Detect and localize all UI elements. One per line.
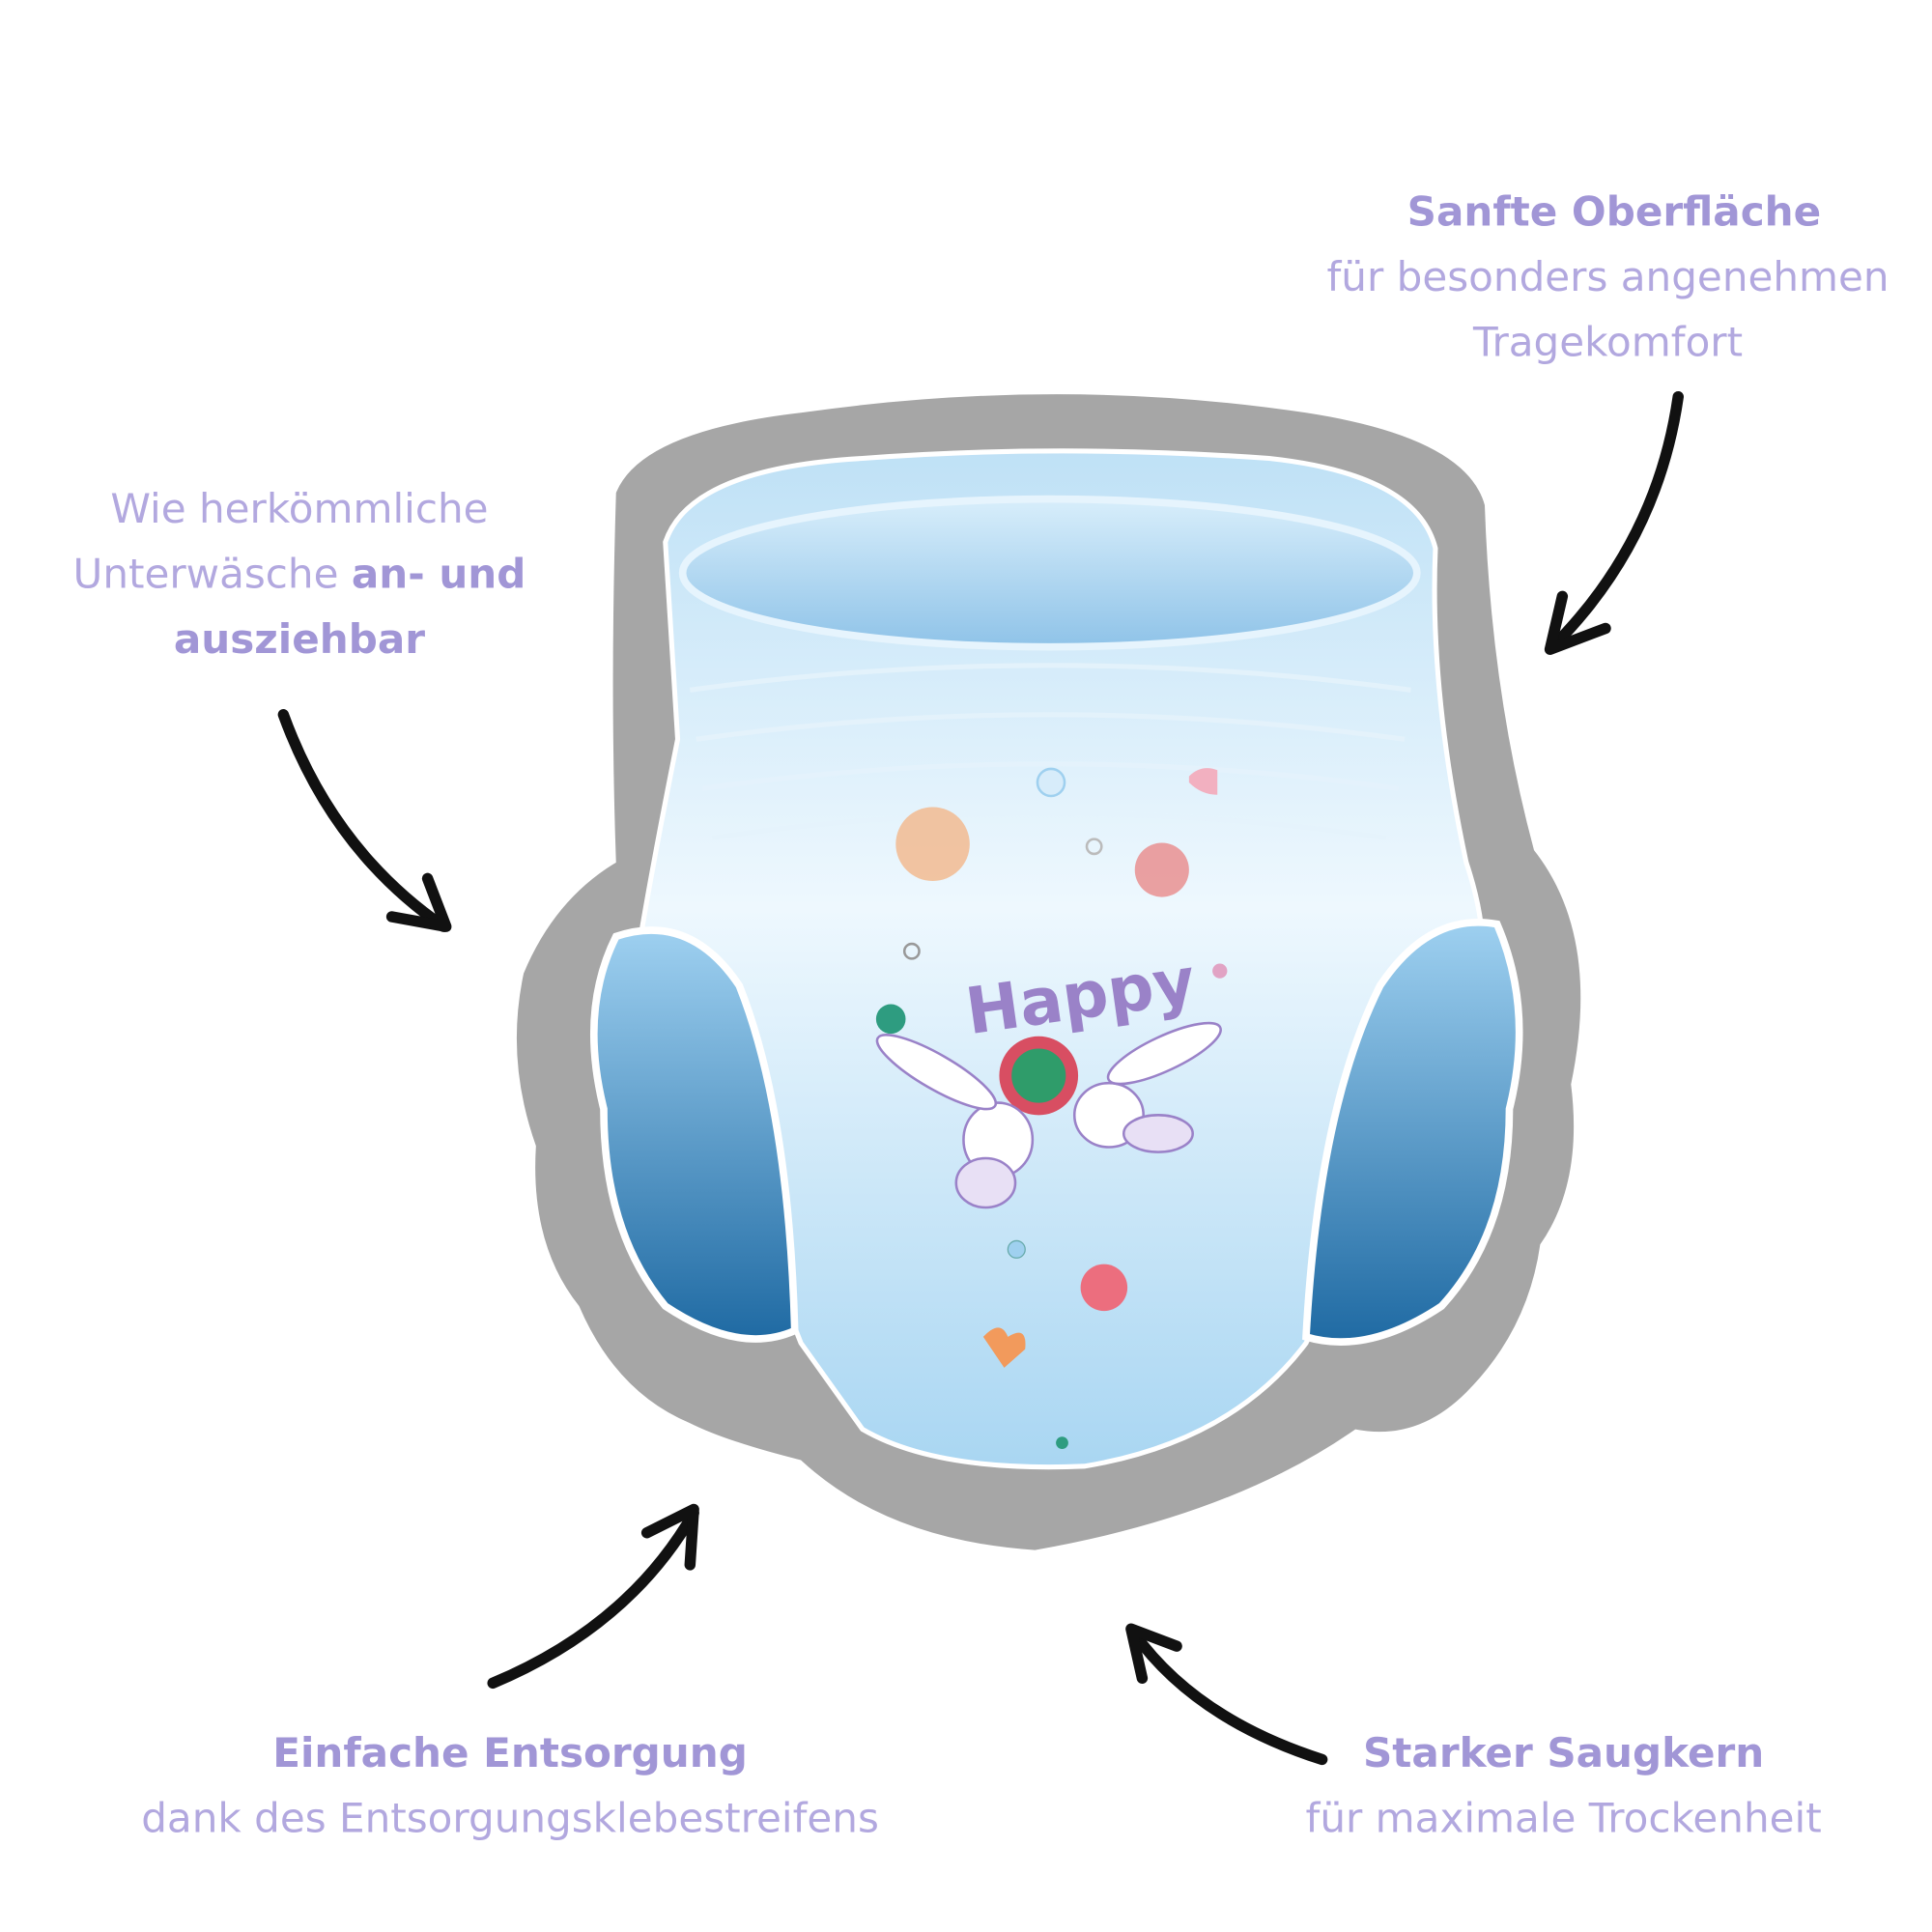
callout-text-bold: an- und — [352, 550, 526, 597]
decor-dots — [875, 767, 1228, 1449]
callout-text: für maximale Trockenheit — [1306, 1795, 1822, 1842]
callout-text: Tragekomfort — [1472, 319, 1743, 366]
waistband-lines — [689, 663, 1411, 840]
callout-text-regular: Unterwäsche — [73, 550, 352, 597]
callout-title: Sanfte Oberfläche — [1407, 187, 1821, 235]
arrow-top-right — [1544, 390, 1684, 655]
right-leg-cuff — [1302, 918, 1523, 1346]
callout-text-bold: ausziehbar — [174, 615, 425, 663]
arrow-left — [277, 709, 452, 932]
arrow-bottom-right — [1125, 1623, 1328, 1766]
callout-left: Wie herkömmliche Unterwäsche an- und aus… — [73, 485, 526, 663]
callout-bottom-right: Starker Saugkern für maximale Trockenhei… — [1306, 1729, 1822, 1842]
left-leg-cuff — [590, 926, 799, 1343]
callout-title: Einfache Entsorgung — [272, 1729, 748, 1776]
callout-text: Unterwäsche an- und — [73, 550, 526, 597]
arrow-bottom-left — [487, 1503, 699, 1690]
bunny-illustrations — [875, 1021, 1222, 1209]
diaper-body — [638, 448, 1486, 1470]
callout-top-right: Sanfte Oberfläche für besonders angenehm… — [1326, 187, 1889, 365]
callout-text: dank des Entsorgungsklebestreifens — [141, 1795, 879, 1842]
waist-opening — [678, 495, 1421, 651]
callout-bottom-left: Einfache Entsorgung dank des Entsorgungs… — [141, 1729, 879, 1842]
callout-text: Wie herkömmliche — [110, 485, 488, 532]
callout-title: Starker Saugkern — [1363, 1729, 1764, 1776]
diaper-illustration: Happy — [516, 394, 1581, 1550]
callout-text: für besonders angenehmen — [1326, 253, 1889, 300]
